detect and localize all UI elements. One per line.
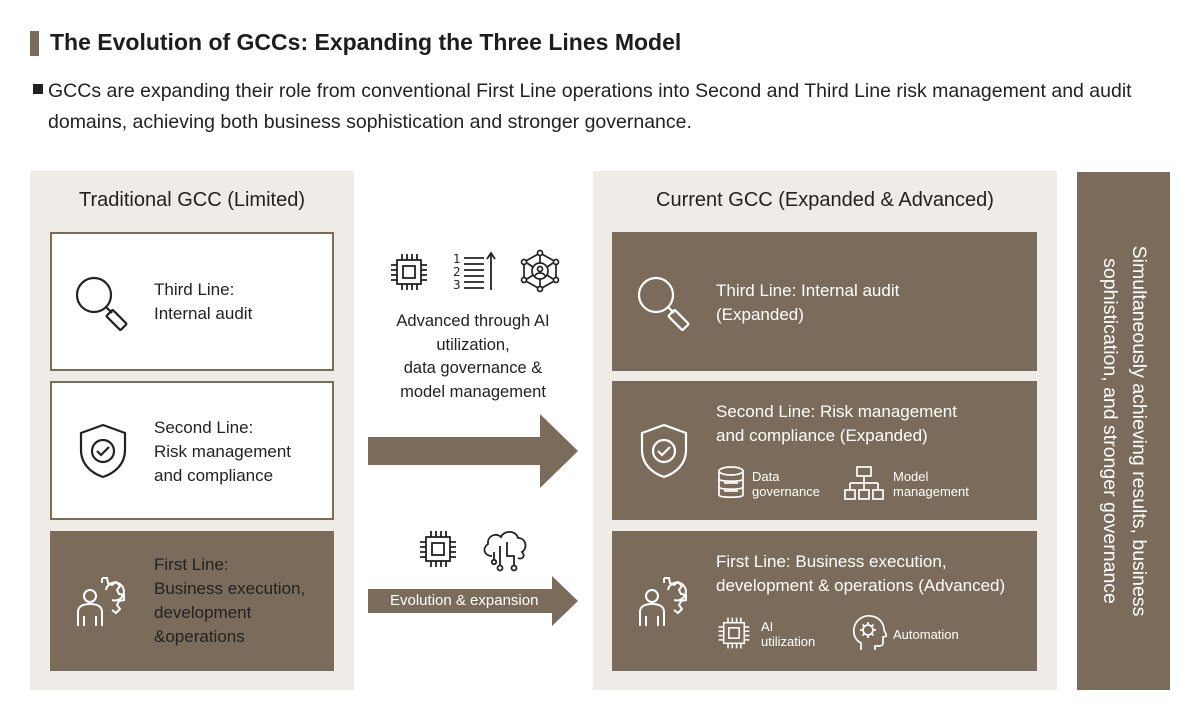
current-gcc-title: Current GCC (Expanded & Advanced): [656, 189, 994, 211]
evolution-arrow: [368, 576, 580, 631]
outcome-text: Simultaneously achieving results, busine…: [1098, 245, 1150, 617]
model-management-label: Model management: [893, 469, 969, 499]
page-title: The Evolution of GCCs: Expanding the Thr…: [50, 29, 682, 55]
shield-check-icon-current: [638, 422, 690, 480]
ranking-list-icon: 1 2 3: [451, 250, 497, 294]
traditional-third-line-box: [50, 232, 334, 371]
magnifier-icon-current: [634, 273, 694, 333]
traditional-second-line-text: Second Line: Risk management and complia…: [154, 418, 292, 485]
traditional-first-line-box: [50, 531, 334, 671]
outcome-bar: Simultaneously achieving results, busine…: [1077, 172, 1170, 690]
chip-icon-ai: [716, 615, 752, 651]
page-description: GCCs are expanding their role from conve…: [48, 80, 1132, 133]
person-gear-icon-current: [634, 572, 694, 632]
shield-check-icon: [77, 422, 129, 480]
cloud-circuit-icon: [480, 526, 530, 572]
database-icon: [716, 465, 746, 501]
data-governance-label: Data governance: [752, 469, 820, 499]
bullet-square: [33, 84, 43, 94]
automation-label: Automation: [893, 627, 959, 642]
current-first-line-text: First Line: Business execution, developm…: [716, 552, 1006, 595]
title-accent-bar: [30, 31, 39, 56]
current-second-line-box: [612, 381, 1037, 520]
head-gear-icon: [851, 614, 887, 652]
magnifier-icon: [72, 273, 132, 333]
traditional-second-line-box: [50, 381, 334, 520]
traditional-gcc-title: Traditional GCC (Limited): [79, 189, 305, 211]
traditional-first-line-text: First Line: Business execution, developm…: [154, 555, 306, 646]
hierarchy-icon: [844, 465, 884, 501]
svg-text:3: 3: [453, 278, 461, 292]
traditional-third-line-text: Third Line: Internal audit: [154, 280, 253, 323]
current-second-line-text: Second Line: Risk management and complia…: [716, 402, 957, 445]
evolution-arrow-label: Evolution & expansion: [390, 592, 539, 609]
network-brain-icon: [518, 249, 562, 293]
current-third-line-text: Third Line: Internal audit (Expanded): [716, 281, 900, 324]
big-arrow: [368, 414, 580, 493]
chip-icon: [388, 251, 430, 293]
current-third-line-box: [612, 232, 1037, 371]
svg-text:1: 1: [453, 252, 461, 266]
upper-arrow-description: Advanced through AI utilization, data go…: [396, 312, 550, 401]
ai-utilization-label: AI utilization: [761, 619, 816, 649]
person-gear-icon: [72, 572, 132, 632]
svg-text:2: 2: [453, 265, 461, 279]
chip-icon-lower: [417, 528, 459, 570]
